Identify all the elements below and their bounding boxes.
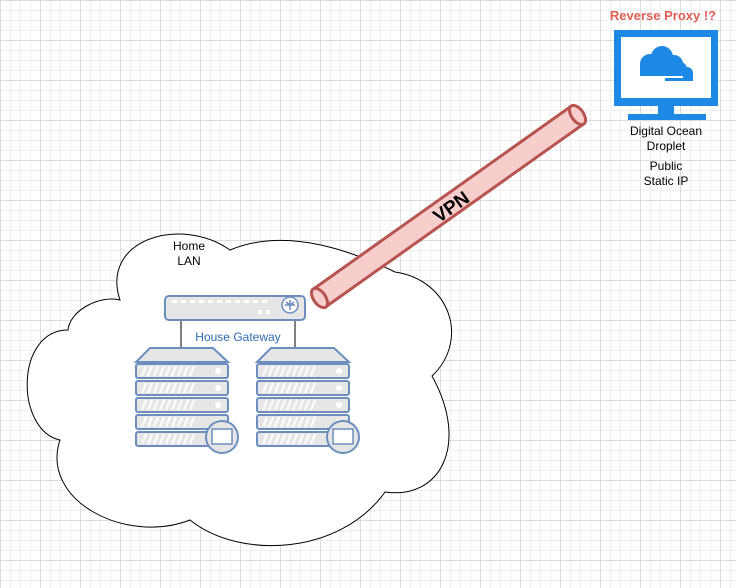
- home-lan-label: Home LAN: [159, 239, 219, 269]
- droplet-ip-label: Public Static IP: [612, 159, 720, 189]
- droplet-name-line2: Droplet: [646, 139, 686, 153]
- home-lan-line2: LAN: [177, 254, 201, 268]
- vpn-tunnel[interactable]: VPN: [308, 103, 589, 311]
- droplet-name-label: Digital Ocean Droplet: [612, 124, 720, 154]
- server-rack-icon[interactable]: [133, 347, 239, 454]
- gateway-connector: [180, 320, 296, 352]
- house-gateway-label: House Gateway: [195, 330, 281, 344]
- server-rack-icon[interactable]: [254, 347, 360, 454]
- home-lan-line1: Home: [172, 239, 205, 253]
- droplet-name-line1: Digital Ocean: [629, 124, 703, 138]
- diagram-title: Reverse Proxy !?: [609, 8, 717, 23]
- cloud-server-monitor-icon[interactable]: [614, 30, 718, 120]
- gateway-router-icon[interactable]: [164, 295, 306, 321]
- droplet-ip-line1: Public: [649, 159, 683, 173]
- home-lan-cloud[interactable]: [26, 233, 453, 547]
- droplet-ip-line2: Static IP: [643, 174, 689, 188]
